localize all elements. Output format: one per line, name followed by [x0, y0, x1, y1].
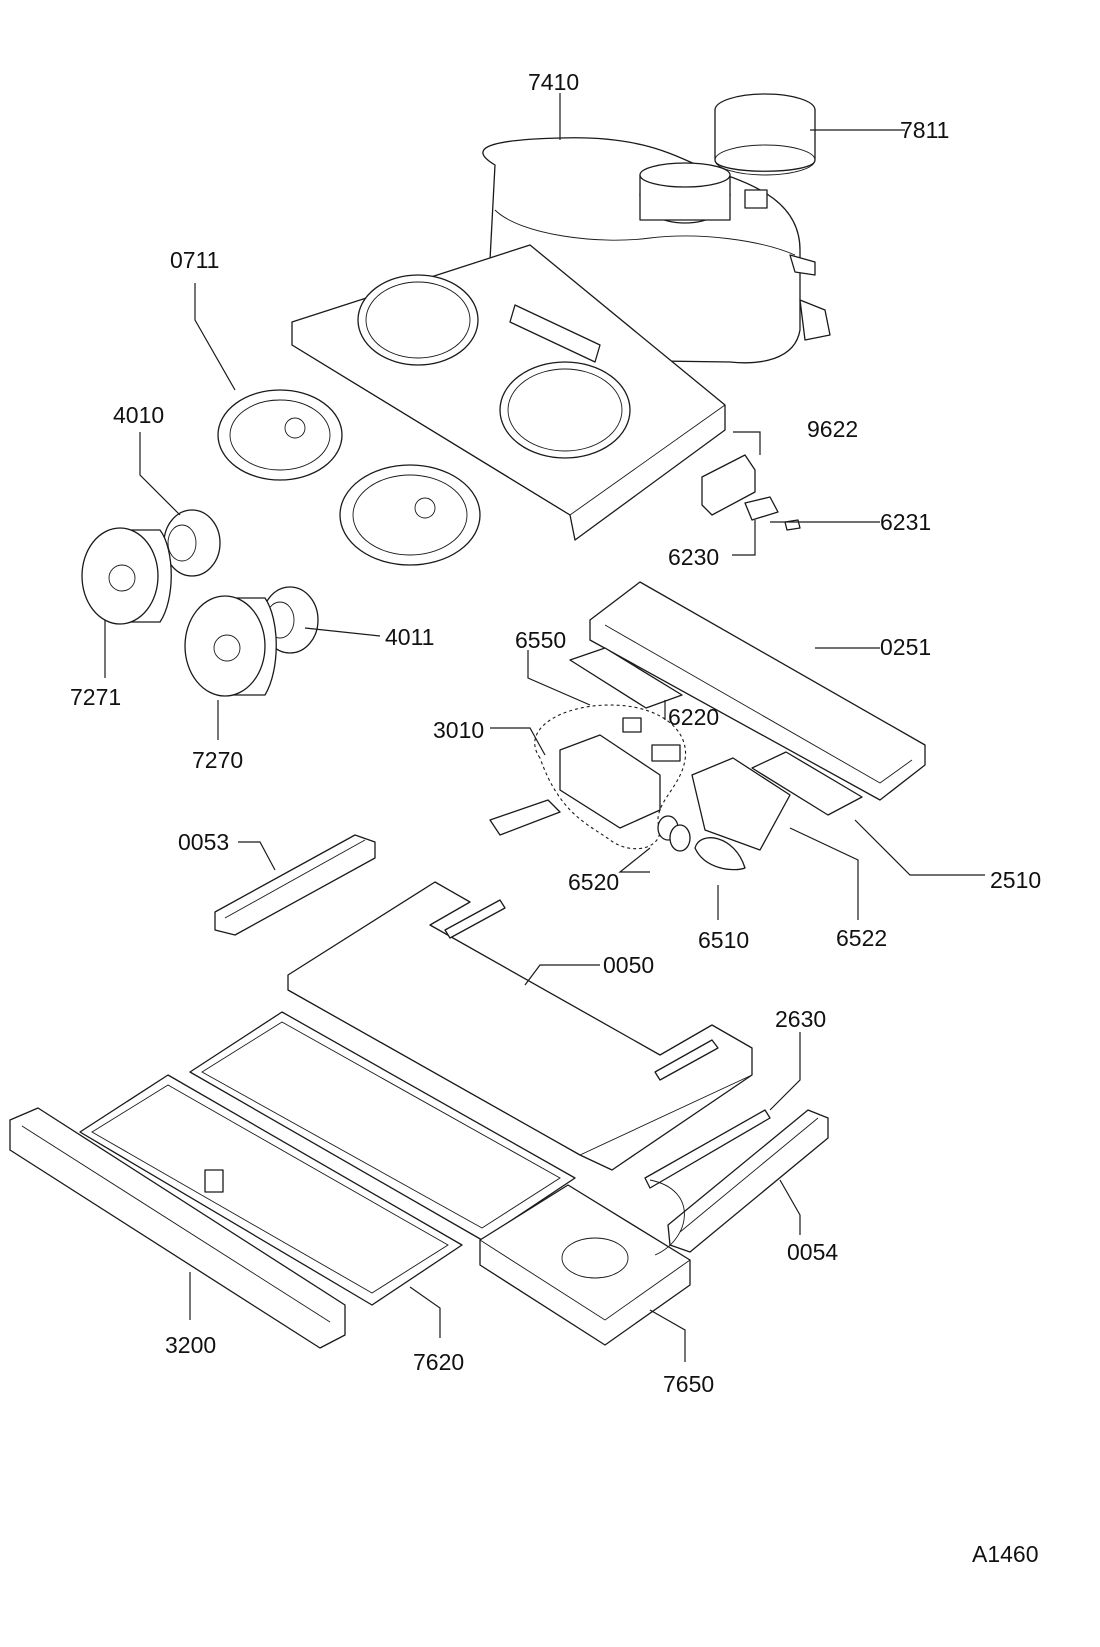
label-4010: 4010	[113, 402, 164, 428]
rail-frame-0251	[569, 581, 926, 801]
lamp-holder-6520	[657, 815, 691, 852]
group-outline-3010	[534, 704, 687, 850]
impeller-7270	[184, 595, 277, 697]
fan-scroll-right	[339, 464, 481, 566]
tray-7650	[479, 1179, 691, 1346]
grease-filter-upper	[189, 1011, 576, 1241]
bracket-9622	[701, 454, 756, 516]
impeller-7271	[81, 527, 172, 625]
label-0711: 0711	[170, 247, 219, 273]
main-body-0050	[287, 881, 753, 1171]
label-7410: 7410	[528, 69, 579, 95]
label-6550: 6550	[515, 627, 566, 653]
grease-filter-7620	[79, 1074, 463, 1306]
slider-2630	[644, 1109, 771, 1189]
bulb-6510	[694, 837, 746, 871]
label-0054: 0054	[787, 1239, 838, 1265]
fan-scroll-left	[217, 389, 343, 481]
duct-ring-7811	[714, 93, 816, 209]
label-6220: 6220	[668, 704, 719, 730]
label-7271: 7271	[70, 684, 121, 710]
label-7270: 7270	[192, 747, 243, 773]
label-7650: 7650	[663, 1371, 714, 1397]
label-6230: 6230	[668, 544, 719, 570]
lamp-cover-6522	[691, 757, 791, 851]
side-rail-0053	[214, 834, 376, 936]
base-plate-0711	[291, 244, 726, 541]
label-3200: 3200	[165, 1332, 216, 1358]
label-4011: 4011	[385, 624, 434, 650]
label-6520: 6520	[568, 869, 619, 895]
label-6522: 6522	[836, 925, 887, 951]
leader-lines	[104, 93, 985, 1362]
light-panel-2510	[751, 751, 863, 816]
motor-4010	[163, 509, 221, 577]
diagram-code: A1460	[972, 1541, 1039, 1567]
label-2510: 2510	[990, 867, 1041, 893]
label-0251: 0251	[880, 634, 931, 660]
label-3010: 3010	[433, 717, 484, 743]
label-0050: 0050	[603, 952, 654, 978]
front-panel-3200	[9, 1107, 346, 1349]
label-7620: 7620	[413, 1349, 464, 1375]
label-0053: 0053	[178, 829, 229, 855]
label-6231: 6231	[880, 509, 931, 535]
label-2630: 2630	[775, 1006, 826, 1032]
switch-6230	[744, 496, 779, 521]
label-7811: 7811	[900, 117, 949, 143]
label-9622: 9622	[807, 416, 858, 442]
control-box-3010	[489, 717, 681, 836]
label-6510: 6510	[698, 927, 749, 953]
part-labels: 7410 7811 0711 4010 9622 6231 6230 4011 …	[70, 69, 1041, 1397]
